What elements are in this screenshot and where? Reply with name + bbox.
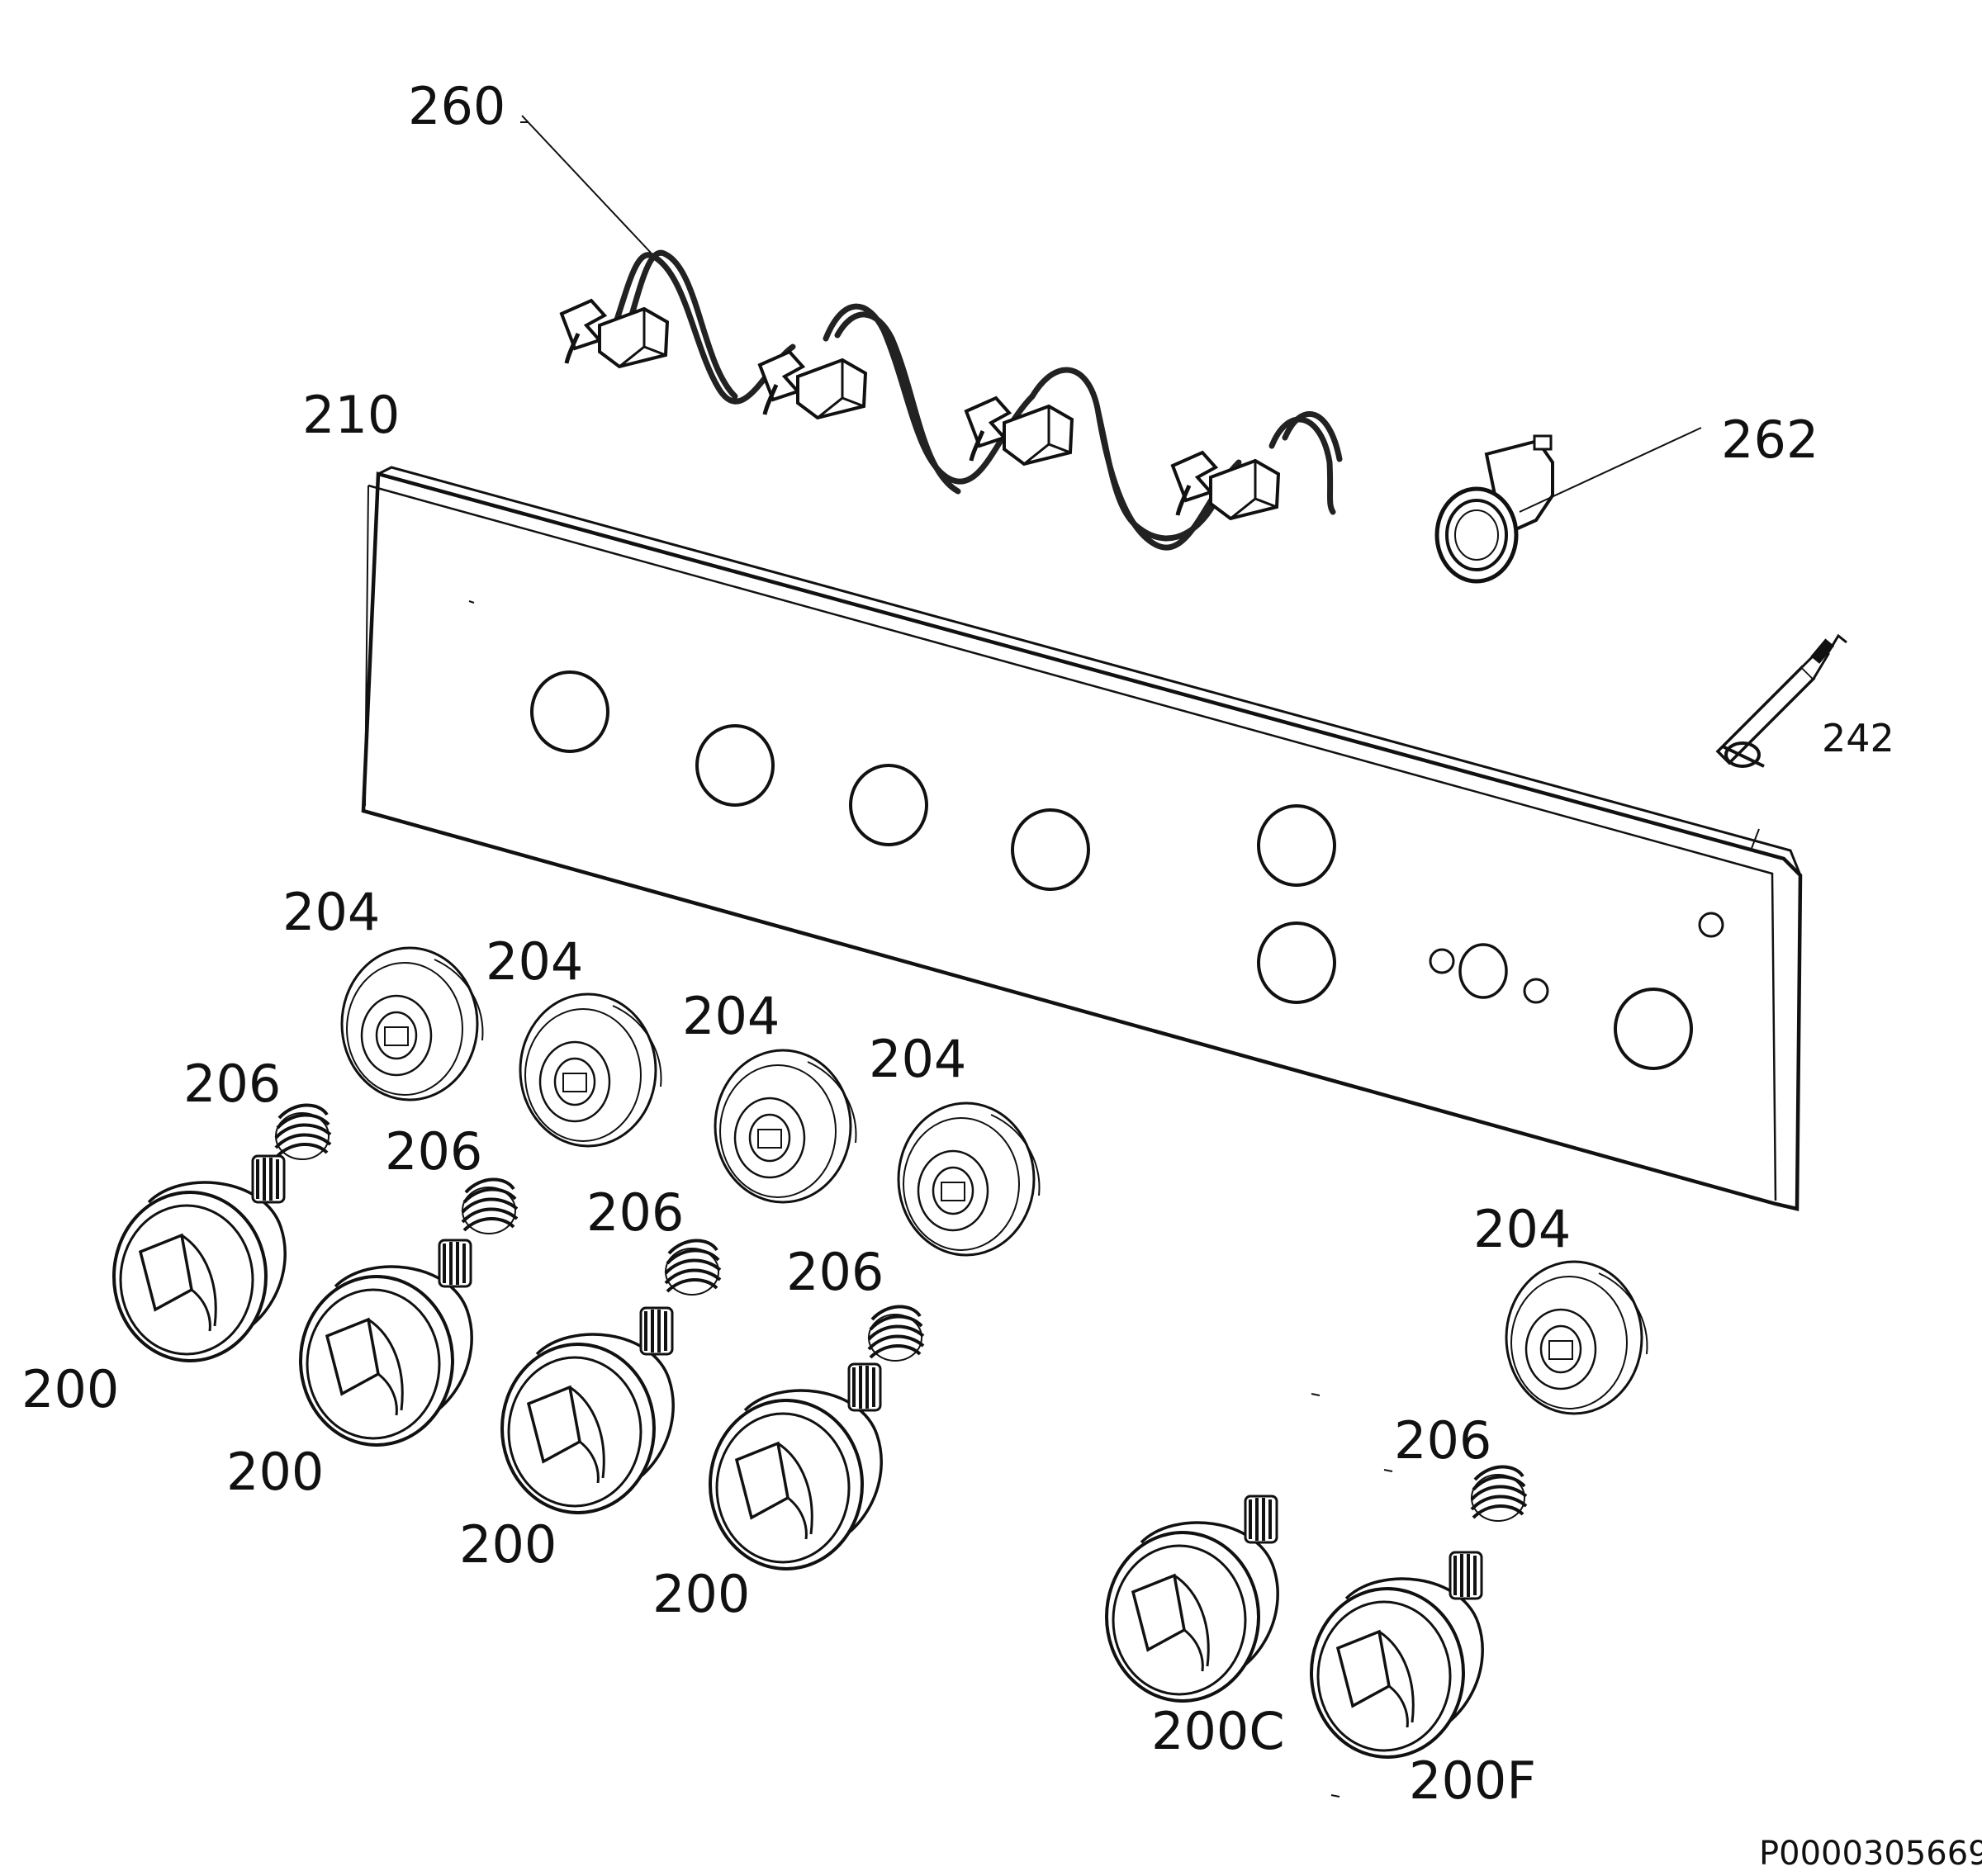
label-ring-204-1: 204: [282, 882, 380, 942]
label-ring-204-5: 204: [1473, 1199, 1571, 1259]
label-spring-206-2: 206: [385, 1121, 482, 1182]
diagram-code: P00003056691: [1759, 1835, 1982, 1873]
label-knob-200-1: 200: [21, 1359, 119, 1419]
label-ring-204-4: 204: [869, 1029, 966, 1089]
label-lamp-262: 262: [1721, 410, 1818, 470]
label-knob-200c: 200C: [1151, 1701, 1285, 1761]
ignition-switch-242: [1715, 633, 1847, 768]
drip-ring-204-5: [1505, 1260, 1648, 1415]
label-ignition-242: 242: [1822, 716, 1894, 760]
drip-ring-204-4: [897, 1101, 1041, 1257]
label-panel-210: 210: [302, 385, 400, 445]
label-knob-200-4: 200: [652, 1564, 750, 1624]
label-spring-206-3: 206: [586, 1182, 684, 1243]
callout-labels: 260 210 262 242 204 204 204 204 204 206 …: [21, 76, 1982, 1873]
label-knob-200f: 200F: [1409, 1750, 1536, 1811]
label-spring-206-1: 206: [183, 1054, 281, 1114]
label-harness-260: 260: [408, 76, 505, 136]
wiring-harness-260: [521, 115, 1343, 551]
drip-ring-204-1: [340, 946, 484, 1101]
control-panel-210: [361, 466, 1803, 1211]
label-ring-204-3: 204: [682, 986, 780, 1046]
label-ring-204-2: 204: [486, 931, 583, 992]
label-knob-200-2: 200: [226, 1442, 324, 1502]
drip-ring-204-2: [519, 992, 662, 1148]
label-knob-200-3: 200: [459, 1514, 557, 1575]
drip-ring-204-3: [714, 1049, 857, 1204]
label-spring-206-5: 206: [1394, 1410, 1491, 1471]
indicator-lamp-262: [1434, 427, 1702, 584]
label-spring-206-4: 206: [786, 1242, 884, 1302]
